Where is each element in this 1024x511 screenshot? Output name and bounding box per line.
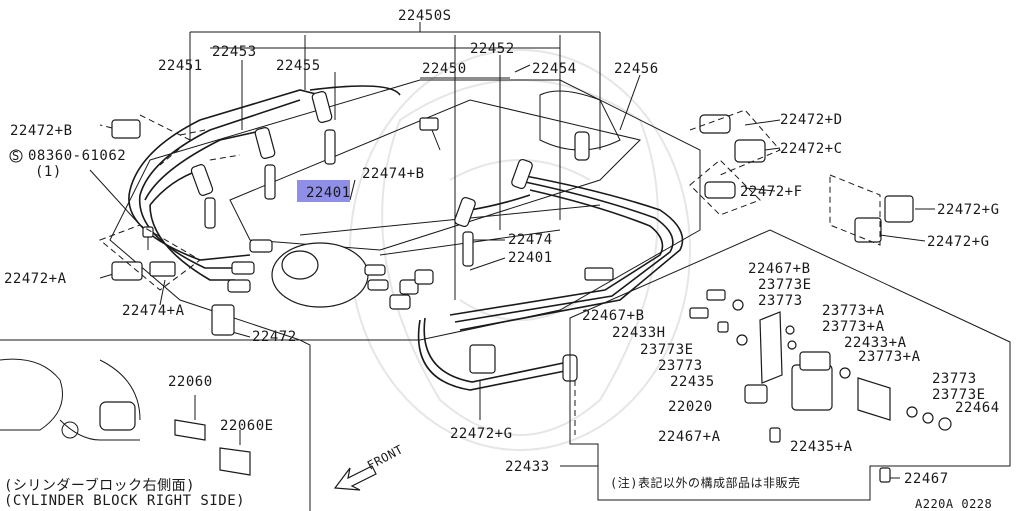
label-22433: 22433 bbox=[505, 459, 550, 475]
label-23773-c: 23773 bbox=[932, 371, 977, 387]
label-23773-A-a: 23773+A bbox=[822, 303, 885, 319]
inset-caption-en: (CYLINDER BLOCK RIGHT SIDE) bbox=[4, 493, 245, 509]
label-22472-G-1: 22472+G bbox=[937, 202, 1000, 218]
label-22467-B-2: 22467+B bbox=[582, 308, 645, 324]
label-22467-B-1: 22467+B bbox=[748, 261, 811, 277]
label-22452: 22452 bbox=[470, 41, 515, 57]
label-23773-A-c: 23773+A bbox=[858, 349, 921, 365]
drawing-code: A220A 0228 bbox=[915, 497, 992, 511]
label-22453: 22453 bbox=[212, 44, 257, 60]
ignition-coil bbox=[689, 289, 952, 483]
label-22060: 22060 bbox=[168, 374, 213, 390]
label-22454: 22454 bbox=[532, 61, 577, 77]
label-22060E: 22060E bbox=[220, 418, 274, 434]
part-labels: 22450S 22453 22452 22451 22455 22450 224… bbox=[4, 8, 1000, 511]
highlight-22401 bbox=[297, 180, 350, 202]
label-22435: 22435 bbox=[670, 374, 715, 390]
label-22451: 22451 bbox=[158, 58, 203, 74]
label-22472-C: 22472+C bbox=[780, 141, 843, 157]
label-22455: 22455 bbox=[276, 58, 321, 74]
inset-caption-jp: (シリンダーブロック右側面) bbox=[4, 477, 195, 494]
label-22456: 22456 bbox=[614, 61, 659, 77]
label-22472-B: 22472+B bbox=[10, 123, 73, 139]
label-22472-F: 22472+F bbox=[740, 184, 803, 200]
distributor-cap bbox=[227, 239, 434, 310]
label-22472-G-2: 22472+G bbox=[927, 234, 990, 250]
label-22464: 22464 bbox=[955, 400, 1000, 416]
label-23773-a: 23773 bbox=[758, 293, 803, 309]
label-22450: 22450 bbox=[422, 61, 467, 77]
label-22467: 22467 bbox=[904, 471, 949, 487]
ignition-wires bbox=[128, 85, 684, 391]
label-22474: 22474 bbox=[508, 232, 553, 248]
leader-lines bbox=[89, 22, 935, 479]
label-22472-D: 22472+D bbox=[780, 112, 843, 128]
label-22467-A: 22467+A bbox=[658, 429, 721, 445]
engine-outline bbox=[109, 79, 701, 341]
wire-clips bbox=[111, 114, 914, 374]
label-23773-b: 23773 bbox=[658, 358, 703, 374]
label-22472-G-3: 22472+G bbox=[450, 426, 513, 442]
label-22450S: 22450S bbox=[398, 8, 452, 24]
label-22435-A: 22435+A bbox=[790, 439, 853, 455]
note-not-sold: (注)表記以外の構成部品は非販売 bbox=[610, 475, 800, 490]
coil-group-box bbox=[569, 229, 1011, 501]
label-22433H: 22433H bbox=[612, 325, 666, 341]
label-22433-A: 22433+A bbox=[844, 335, 907, 351]
label-23773E-1: 23773E bbox=[758, 277, 812, 293]
label-08360-qty: (1) bbox=[35, 164, 62, 180]
label-22020: 22020 bbox=[668, 399, 713, 415]
label-22472-A: 22472+A bbox=[4, 271, 67, 287]
label-22474-A: 22474+A bbox=[122, 303, 185, 319]
inset-cylinder-block bbox=[0, 339, 311, 511]
label-22401-b: 22401 bbox=[508, 250, 553, 266]
label-22472: 22472 bbox=[252, 329, 297, 345]
dashed-callouts bbox=[99, 109, 881, 435]
front-arrow bbox=[333, 465, 377, 491]
label-22474-B: 22474+B bbox=[362, 166, 425, 182]
s-mark: S bbox=[12, 149, 20, 163]
label-22401-highlighted: 22401 bbox=[306, 185, 351, 201]
label-08360-61062: 08360-61062 bbox=[28, 148, 126, 164]
front-label: FRONT bbox=[365, 442, 406, 472]
label-23773E-3: 23773E bbox=[932, 387, 986, 403]
label-23773E-2: 23773E bbox=[640, 342, 694, 358]
label-23773-A-b: 23773+A bbox=[822, 319, 885, 335]
s-circle-icon bbox=[9, 149, 23, 163]
